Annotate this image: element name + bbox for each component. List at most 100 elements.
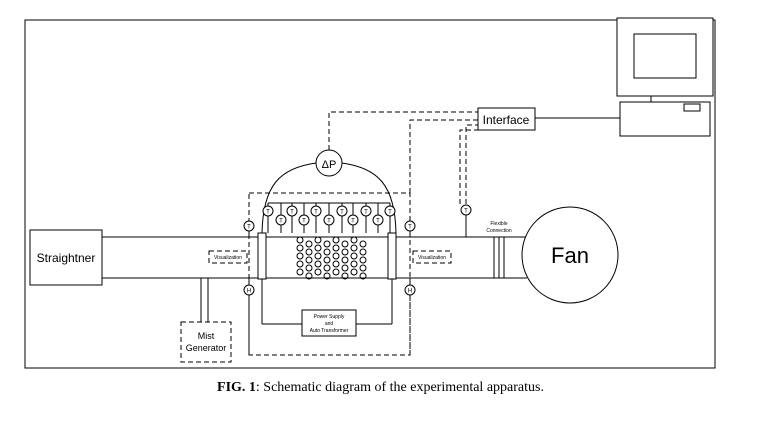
mist-generator-line1: Mist: [198, 331, 215, 341]
tube: [323, 240, 331, 248]
tube: [341, 256, 349, 264]
tube: [350, 268, 358, 276]
tube: [314, 260, 322, 268]
tube: [305, 240, 313, 248]
tube: [305, 272, 313, 280]
pressure-transducer: ΔP: [261, 149, 397, 234]
power-supply: Power Supply and Auto Transformer: [301, 309, 357, 337]
visualization-right-label: Visualization: [418, 255, 446, 261]
power-supply-line2: and: [325, 321, 334, 327]
tube: [332, 268, 340, 276]
flexible-label: Flexible: [490, 221, 507, 227]
tube: [305, 256, 313, 264]
sensor-label: T: [351, 219, 355, 225]
sensor-label: T: [388, 210, 392, 216]
temperature-sensor-icon: [372, 214, 384, 226]
temperature-sensor-icon: [404, 220, 416, 232]
test-section: [257, 232, 397, 325]
thermocouple-wiring: [267, 202, 391, 215]
tube: [305, 264, 313, 272]
tube: [314, 252, 322, 260]
sensor-label: T: [266, 210, 270, 216]
straightener-label: Straightner: [37, 251, 96, 265]
sensor-label: T: [408, 225, 412, 231]
tube: [296, 260, 304, 268]
sensor-label: T: [290, 210, 294, 216]
tube: [341, 240, 349, 248]
sensor-label: T: [327, 219, 331, 225]
connection-label: Connection: [486, 228, 512, 234]
tube: [350, 236, 358, 244]
temperature-sensor-icon: [460, 204, 472, 216]
tube: [296, 268, 304, 276]
temperature-sensor-icon: [384, 205, 396, 217]
interface-box: Interface: [477, 107, 536, 131]
tube: [350, 260, 358, 268]
caption-text: : Schematic diagram of the experimental …: [255, 380, 544, 395]
temperature-sensor-icon: [336, 205, 348, 217]
delta-p-label: ΔP: [322, 159, 337, 171]
tube: [332, 260, 340, 268]
tube: [296, 244, 304, 252]
temperature-sensor-icon: [275, 214, 287, 226]
tube: [323, 256, 331, 264]
sensor-label: T: [464, 209, 468, 215]
tube: [350, 244, 358, 252]
tube: [332, 252, 340, 260]
interface-label: Interface: [483, 113, 530, 127]
tube: [359, 240, 367, 248]
tube: [350, 252, 358, 260]
tube: [323, 248, 331, 256]
sensor-label: H: [247, 289, 251, 295]
power-supply-line1: Power Supply: [314, 314, 345, 320]
duct: [102, 236, 527, 279]
tube: [323, 264, 331, 272]
power-supply-line3: Auto Transformer: [310, 328, 349, 334]
tube: [296, 252, 304, 260]
tube: [305, 248, 313, 256]
tube: [341, 272, 349, 280]
sensor-label: T: [364, 210, 368, 216]
mist-generator: Mist Generator: [180, 278, 232, 363]
sensor-label: T: [279, 219, 283, 225]
tube: [359, 248, 367, 256]
sensor-label: H: [408, 289, 412, 295]
temperature-sensor-icon: [360, 205, 372, 217]
tube: [332, 244, 340, 252]
computer: [616, 17, 714, 137]
tube: [341, 264, 349, 272]
sensor-label: T: [302, 219, 306, 225]
temperature-sensor-icon: [323, 214, 335, 226]
tube: [359, 264, 367, 272]
tube: [314, 236, 322, 244]
temperature-sensor-icon: [286, 205, 298, 217]
tube: [359, 256, 367, 264]
sensor-label: T: [314, 210, 318, 216]
signal-cables: [248, 111, 620, 356]
visualization-left-label: Visualization: [214, 255, 242, 261]
visualization-left: Visualization: [208, 250, 248, 264]
tube: [296, 236, 304, 244]
temperature-sensor-icon: [310, 205, 322, 217]
tube: [359, 272, 367, 280]
tube-bundle: [296, 236, 367, 280]
fan-label: Fan: [551, 243, 589, 268]
figure-border: [24, 19, 716, 369]
caption-prefix: FIG. 1: [217, 380, 256, 395]
straightener: Straightner: [29, 229, 103, 286]
temperature-sensor-icon: [243, 220, 255, 232]
figure-caption: FIG. 1: Schematic diagram of the experim…: [0, 380, 761, 396]
tube: [314, 268, 322, 276]
flexible-connection: Flexible Connection: [486, 221, 512, 278]
temperature-sensor-icon: [298, 214, 310, 226]
temperature-sensor-icon: [347, 214, 359, 226]
mist-generator-line2: Generator: [186, 343, 227, 353]
sensor-label: T: [376, 219, 380, 225]
temperature-sensor-icon: [262, 205, 274, 217]
visualization-right: Visualization: [412, 250, 452, 264]
fan: Fan: [521, 206, 619, 304]
tube: [332, 236, 340, 244]
tube: [323, 272, 331, 280]
